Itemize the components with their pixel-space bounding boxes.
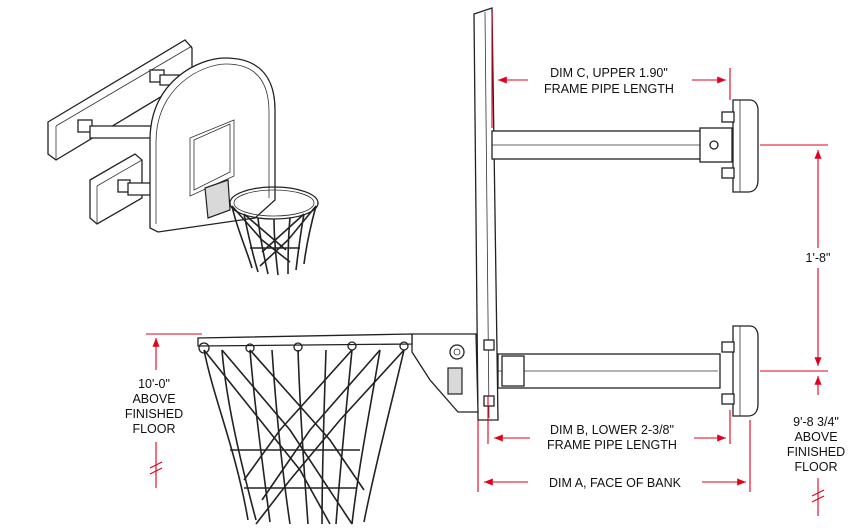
svg-text:10'-0": 10'-0" [138,377,170,391]
net [231,205,317,276]
side-rim-bracket [411,333,479,413]
side-net [203,349,405,525]
upper-wall-mount [732,99,759,193]
dim-b-label-line2: FRAME PIPE LENGTH [547,438,677,452]
lower-mount-height-label: 9'-8 3/4" ABOVE FINISHED FLOOR [787,415,845,474]
rim-height-label: 10'-0" ABOVE FINISHED FLOOR [125,377,183,436]
isometric-view [47,39,319,276]
rim-bracket [204,179,231,219]
svg-text:FLOOR: FLOOR [794,460,837,474]
svg-text:FINISHED: FINISHED [787,445,845,459]
svg-text:FLOOR: FLOOR [132,422,175,436]
svg-text:FINISHED: FINISHED [125,407,183,421]
lower-wall-mount [732,325,759,417]
svg-text:9'-8 3/4": 9'-8 3/4" [793,415,839,429]
fan-backboard [149,57,276,233]
side-rim [197,333,413,347]
upper-pipe-clamp [699,127,733,163]
backboard-edge [473,7,499,421]
lower-wall-plate [89,153,143,225]
dim-c-label-line1: DIM C, UPPER 1.90" [550,66,668,80]
dim-a-label: DIM A, FACE OF BANK [549,476,682,490]
dim-c-label-line2: FRAME PIPE LENGTH [544,82,674,96]
dimensions: DIM C, UPPER 1.90" FRAME PIPE LENGTH 1'-… [125,12,845,516]
vertical-spacing-label: 1'-8" [806,251,831,265]
svg-text:ABOVE: ABOVE [132,392,175,406]
svg-text:ABOVE: ABOVE [794,430,837,444]
dim-b-label-line1: DIM B, LOWER 2-3/8" [550,423,674,437]
